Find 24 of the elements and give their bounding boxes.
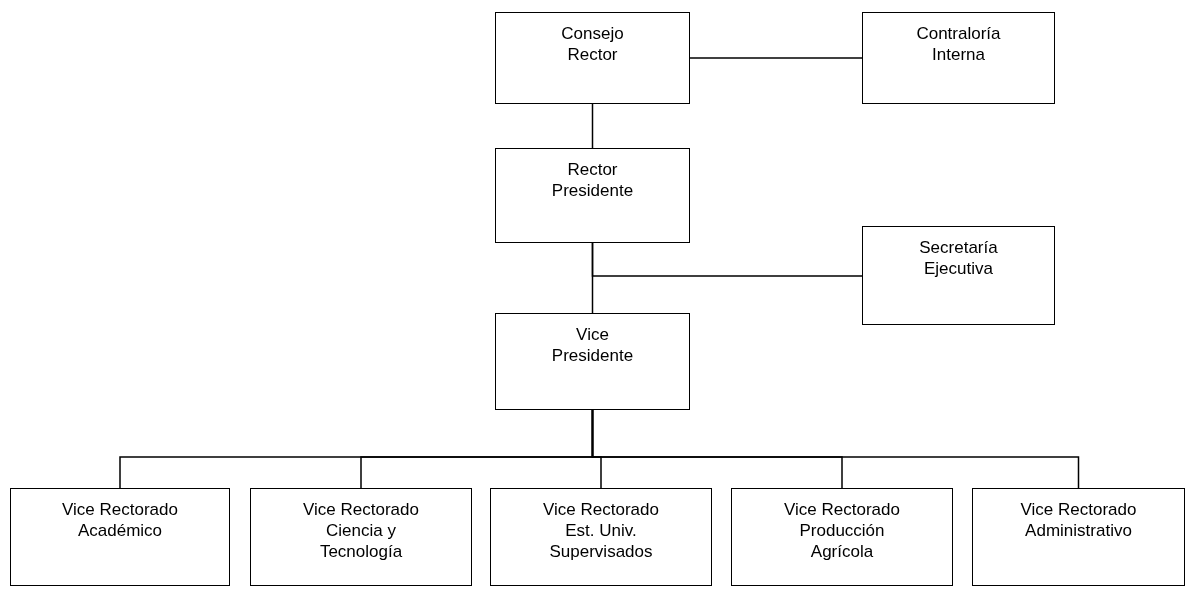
- connector-line: [591, 242, 863, 277]
- org-box: [10, 488, 230, 586]
- org-box: [972, 488, 1185, 586]
- org-box: [490, 488, 712, 586]
- connector-line: [591, 409, 1080, 489]
- box-label: Vice Rectorado Est. Univ. Supervisados: [542, 499, 660, 562]
- box-label: Secretaría Ejecutiva: [918, 237, 999, 279]
- box-label: Vice Rectorado Producción Agrícola: [783, 499, 901, 562]
- org-box: [495, 148, 690, 243]
- connector-line: [689, 57, 863, 59]
- box-label: Contraloría Interna: [915, 23, 1002, 65]
- org-box: [862, 226, 1055, 325]
- org-box: [862, 12, 1055, 104]
- box-label: Vice Presidente: [550, 324, 635, 366]
- org-box: [495, 313, 690, 410]
- box-label: Rector Presidente: [550, 159, 635, 201]
- box-label: Vice Rectorado Ciencia y Tecnología: [302, 499, 420, 562]
- box-label: Vice Rectorado Académico: [61, 499, 179, 541]
- org-box: [731, 488, 953, 586]
- box-label: Vice Rectorado Administrativo: [1019, 499, 1138, 541]
- box-label: Consejo Rector: [560, 23, 625, 65]
- org-box: [250, 488, 472, 586]
- connector-line: [591, 103, 594, 149]
- org-box: [495, 12, 690, 104]
